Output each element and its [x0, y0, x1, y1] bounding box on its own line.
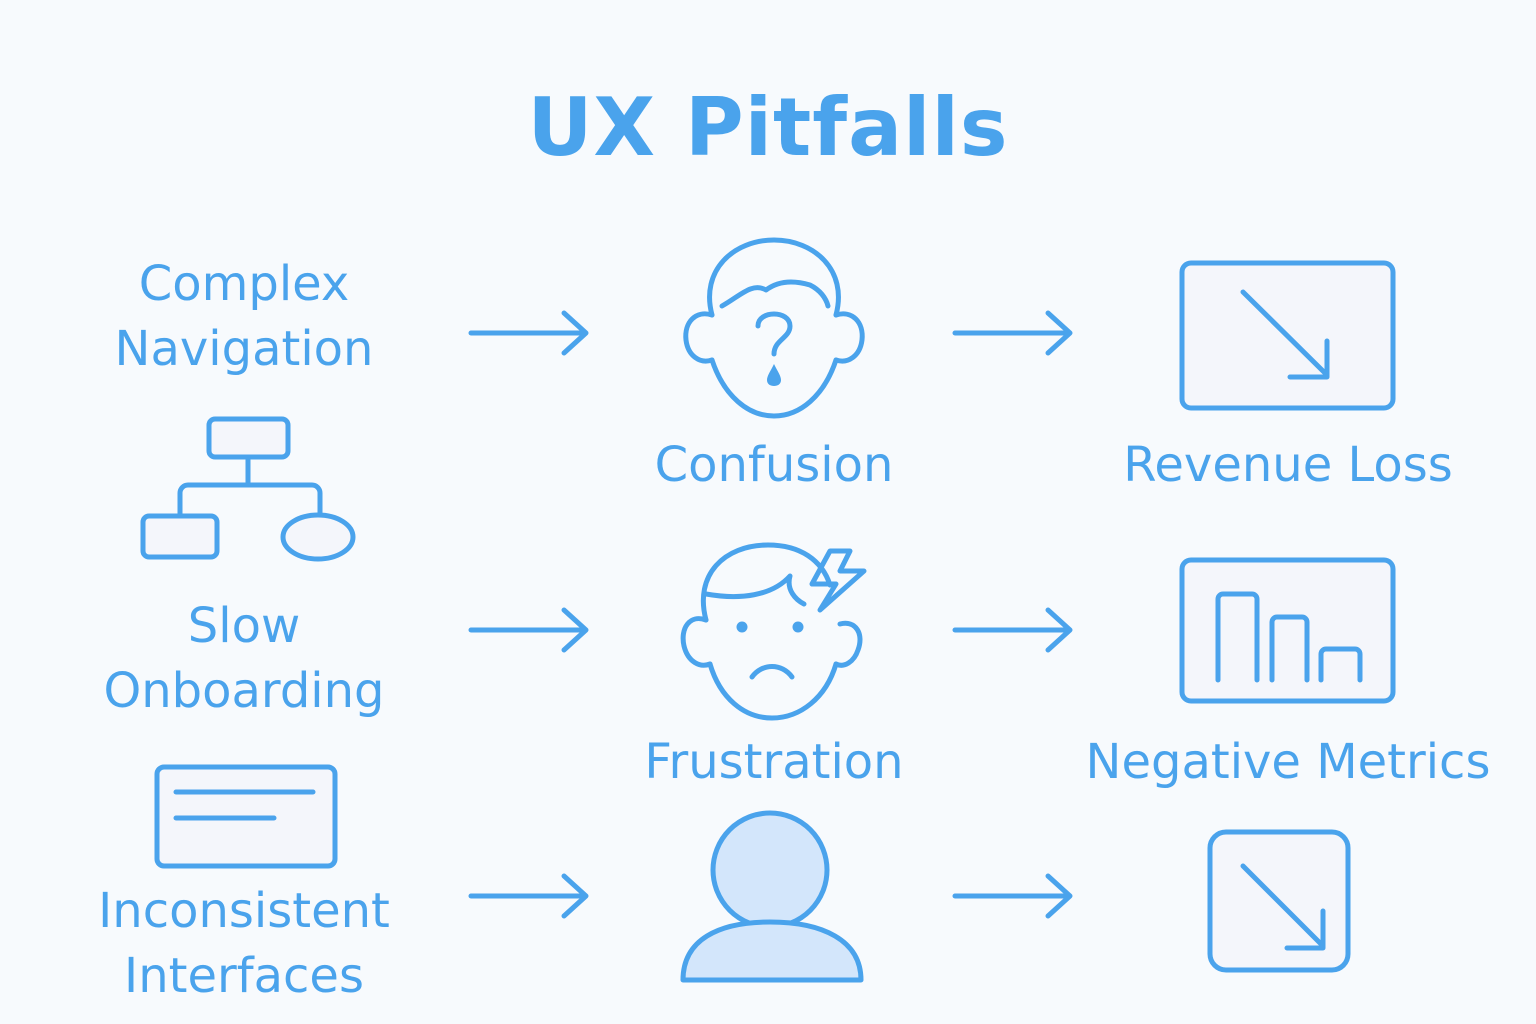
effect-confusion-label: Confusion: [654, 437, 894, 493]
trend-down-icon: [1179, 260, 1396, 411]
cause-label-line: Slow: [187, 598, 301, 654]
cause-label-line: Complex: [138, 256, 350, 312]
cause-complex-navigation-label: Complex Navigation: [4, 252, 484, 383]
cause-slow-onboarding-label: Slow Onboarding: [4, 594, 484, 725]
bar-chart-icon: [1179, 557, 1396, 704]
arrow-cause-effect-2-icon: [468, 607, 589, 653]
arrow-cause-effect-3-icon: [468, 873, 589, 919]
cause-label-line: Navigation: [114, 321, 374, 378]
arrow-effect-outcome-3-icon: [952, 873, 1073, 919]
diagram-title: UX Pitfalls: [527, 81, 1009, 174]
outcome-negative-metrics-label: Negative Metrics: [1085, 734, 1491, 790]
frustrated-face-icon: [680, 542, 867, 721]
sitemap-icon: [140, 416, 356, 562]
cause-label-line: Onboarding: [103, 663, 385, 720]
arrow-cause-effect-1-icon: [468, 310, 589, 356]
confused-face-icon: [683, 237, 865, 419]
arrow-effect-outcome-1-icon: [952, 310, 1073, 356]
outcome-revenue-loss-label: Revenue Loss: [1123, 437, 1453, 493]
user-icon: [680, 810, 864, 983]
arrow-effect-outcome-2-icon: [952, 607, 1073, 653]
cause-label-line: Interfaces: [124, 948, 364, 1005]
cause-label-line: Inconsistent: [98, 883, 390, 939]
effect-frustration-label: Frustration: [644, 734, 904, 790]
arrow-down-right-icon: [1207, 829, 1351, 973]
cause-inconsistent-interfaces-label: Inconsistent Interfaces: [4, 879, 484, 1010]
document-icon: [154, 764, 338, 869]
